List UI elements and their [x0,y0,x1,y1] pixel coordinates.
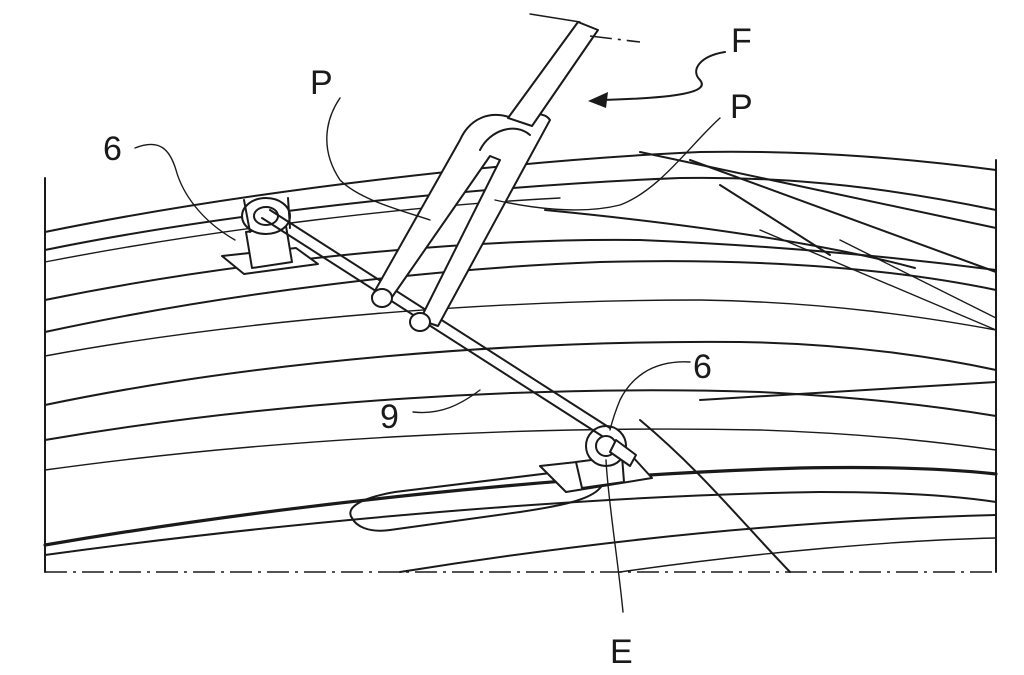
roof-recess [349,468,605,532]
leader-bar [412,389,481,414]
leader-bracket-right [609,361,691,431]
shaft-break-right [589,35,641,43]
label-6-left: 6 [103,130,122,168]
label-p-right: P [730,88,753,126]
windshield-outline [544,151,997,573]
leader-axis-end [605,459,624,613]
label-e: E [610,633,633,671]
label-6-right: 6 [693,348,712,386]
shaft-break-left [529,13,581,23]
force-arrow [588,51,726,108]
leader-arm-right [494,117,721,211]
leader-arm-left [326,97,431,221]
roof-contours [43,150,998,573]
right-bracket [539,425,653,493]
label-9: 9 [380,398,399,436]
fork-tool [371,21,599,332]
label-p-left: P [310,64,333,102]
leader-bracket-left [134,143,236,241]
leader-lines [134,97,721,613]
label-f: F [731,22,752,60]
